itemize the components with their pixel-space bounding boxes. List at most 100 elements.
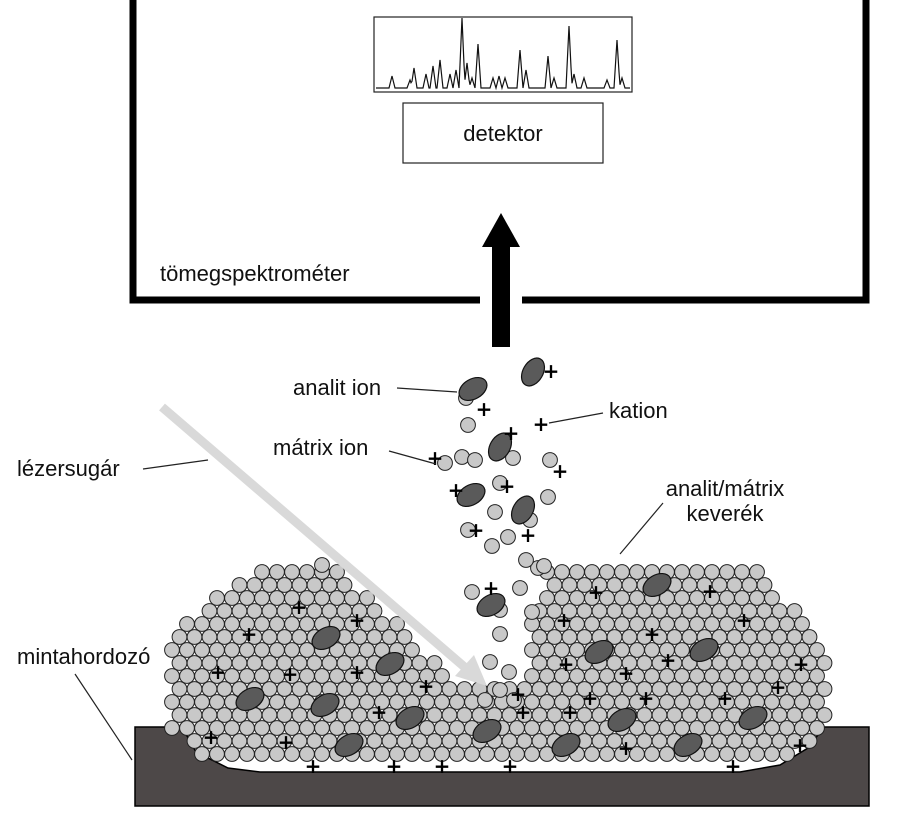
matrix-particle — [674, 720, 690, 736]
matrix-particle — [734, 668, 750, 684]
matrix-particle — [299, 668, 315, 684]
matrix-particle — [209, 694, 225, 710]
matrix-particle — [216, 603, 233, 619]
matrix-particle — [396, 629, 413, 645]
matrix-particle — [666, 707, 683, 723]
matrix-particle — [454, 449, 470, 465]
matrix-particle — [224, 642, 240, 658]
matrix-particle — [734, 590, 750, 606]
matrix-particle — [314, 557, 330, 573]
analyte-particle — [584, 639, 614, 665]
matrix-particle — [771, 655, 788, 671]
matrix-particle — [786, 707, 803, 723]
positive-charge-sign: + — [499, 474, 516, 498]
matrix-particle — [246, 655, 263, 671]
positive-charge-sign: + — [515, 700, 532, 724]
laser-beam-label: lézersugár — [17, 456, 120, 481]
matrix-particle — [381, 733, 398, 749]
matrix-particle — [561, 681, 578, 697]
matrix-particle — [471, 707, 488, 723]
matrix-particle — [456, 707, 473, 723]
matrix-particle — [756, 655, 773, 671]
matrix-particle — [344, 590, 360, 606]
positive-charge-sign: + — [736, 608, 753, 632]
matrix-particle — [599, 668, 615, 684]
matrix-particle — [434, 668, 450, 684]
matrix-particle — [194, 616, 210, 632]
matrix-particle — [561, 577, 578, 593]
matrix-particle — [696, 681, 713, 697]
mass-spectrometer-frame — [129, 0, 870, 304]
matrix-particle — [539, 668, 555, 684]
matrix-particle — [231, 603, 248, 619]
positive-charge-sign: + — [793, 652, 810, 676]
matrix-particle — [464, 584, 480, 600]
matrix-particle — [269, 642, 285, 658]
matrix-particle — [351, 707, 368, 723]
matrix-particle — [186, 629, 203, 645]
matrix-particle — [479, 746, 495, 762]
analyte-particle — [738, 705, 768, 731]
matrix-particle — [284, 642, 300, 658]
analyte-particle — [235, 686, 265, 712]
matrix-particle — [659, 746, 675, 762]
matrix-particle — [441, 707, 458, 723]
matrix-particle — [704, 668, 720, 684]
matrix-particle — [201, 629, 218, 645]
matrix-particle — [726, 577, 743, 593]
positive-charge-sign: + — [543, 359, 560, 383]
matrix-particle — [756, 629, 773, 645]
matrix-particle — [651, 603, 668, 619]
matrix-particle — [482, 654, 498, 670]
matrix-particle — [314, 720, 330, 736]
matrix-particle — [239, 746, 255, 762]
matrix-particle — [484, 538, 500, 554]
matrix-particle — [569, 590, 585, 606]
positive-charge-sign: + — [203, 725, 220, 749]
matrix-particle — [269, 564, 285, 580]
matrix-particle — [584, 616, 600, 632]
matrix-particle — [689, 564, 705, 580]
matrix-ion-label: mátrix ion — [273, 435, 368, 460]
positive-charge-sign: + — [434, 754, 451, 778]
positive-charge-sign: + — [503, 421, 520, 445]
matrix-particle — [518, 552, 534, 568]
matrix-particle — [809, 720, 825, 736]
matrix-particle — [404, 642, 420, 658]
matrix-particle — [299, 564, 315, 580]
matrix-particle — [269, 590, 285, 606]
matrix-particle — [254, 720, 270, 736]
matrix-particle — [492, 682, 508, 698]
matrix-particle — [599, 746, 615, 762]
matrix-particle — [276, 629, 293, 645]
matrix-particle — [779, 746, 795, 762]
matrix-particle — [756, 733, 773, 749]
matrix-particle — [487, 504, 503, 520]
matrix-particle — [366, 603, 383, 619]
matrix-particle — [449, 694, 465, 710]
positive-charge-sign: + — [305, 754, 322, 778]
analyte-particle — [607, 707, 637, 733]
mixture-label-line1: analit/mátrix — [666, 476, 785, 501]
positive-charge-sign: + — [792, 733, 809, 757]
matrix-particle — [771, 733, 788, 749]
matrix-particle — [666, 603, 683, 619]
sample-holder-label: mintahordozó — [17, 644, 150, 669]
matrix-particle — [434, 694, 450, 710]
analyte-particle — [689, 637, 719, 663]
matrix-particle — [291, 577, 308, 593]
matrix-particle — [629, 590, 645, 606]
matrix-particle — [306, 681, 323, 697]
matrix-particle — [674, 590, 690, 606]
matrix-particle — [816, 681, 833, 697]
matrix-particle — [411, 733, 428, 749]
matrix-particle — [531, 681, 548, 697]
matrix-particle — [629, 616, 645, 632]
matrix-particle — [426, 733, 443, 749]
matrix-particle — [674, 694, 690, 710]
matrix-particle — [546, 681, 563, 697]
matrix-particle — [389, 616, 405, 632]
analyte-particle — [673, 732, 703, 758]
analyte-particle — [642, 572, 672, 598]
matrix-particle — [441, 733, 458, 749]
